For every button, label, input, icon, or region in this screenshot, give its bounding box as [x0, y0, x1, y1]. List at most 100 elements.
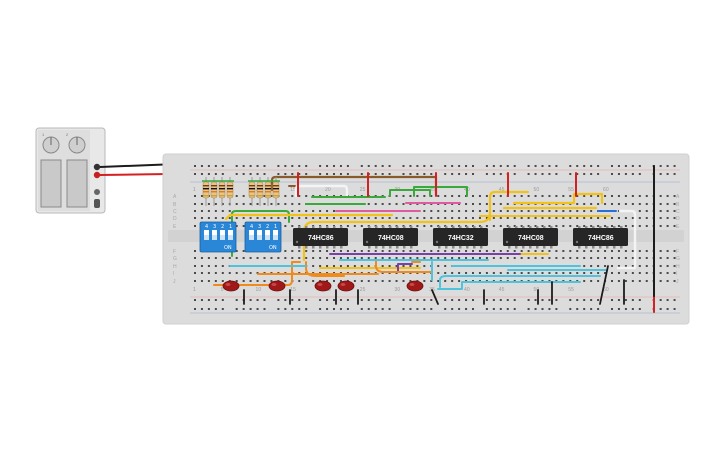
terminal-hole[interactable]: [617, 250, 620, 252]
terminal-hole[interactable]: [353, 257, 356, 259]
rail-hole[interactable]: [194, 299, 196, 301]
terminal-hole[interactable]: [374, 203, 377, 205]
terminal-hole[interactable]: [485, 225, 488, 227]
rail-hole[interactable]: [346, 299, 349, 301]
terminal-hole[interactable]: [353, 280, 356, 282]
terminal-hole[interactable]: [395, 195, 398, 197]
rail-hole[interactable]: [333, 299, 335, 301]
rail-hole[interactable]: [666, 299, 669, 301]
terminal-hole[interactable]: [597, 280, 600, 282]
rail-hole[interactable]: [249, 308, 252, 310]
wire-black-9[interactable]: [599, 265, 609, 305]
terminal-hole[interactable]: [666, 265, 669, 267]
terminal-hole[interactable]: [527, 272, 530, 274]
terminal-hole[interactable]: [666, 195, 669, 197]
terminal-hole[interactable]: [659, 250, 662, 252]
rail-hole[interactable]: [541, 173, 544, 175]
terminal-hole[interactable]: [611, 217, 613, 219]
terminal-hole[interactable]: [200, 272, 203, 274]
rail-hole[interactable]: [402, 173, 405, 175]
rail-hole[interactable]: [444, 165, 447, 167]
rail-hole[interactable]: [256, 299, 259, 301]
terminal-hole[interactable]: [492, 203, 495, 205]
terminal-hole[interactable]: [235, 217, 238, 219]
resistor[interactable]: [210, 177, 218, 206]
terminal-hole[interactable]: [360, 280, 363, 282]
terminal-hole[interactable]: [624, 203, 627, 205]
rail-hole[interactable]: [555, 173, 558, 175]
terminal-hole[interactable]: [194, 257, 196, 259]
terminal-hole[interactable]: [576, 217, 579, 219]
terminal-hole[interactable]: [583, 272, 586, 274]
terminal-hole[interactable]: [430, 217, 433, 219]
rail-hole[interactable]: [638, 173, 641, 175]
rail-hole[interactable]: [339, 299, 342, 301]
terminal-hole[interactable]: [506, 272, 509, 274]
terminal-hole[interactable]: [402, 257, 405, 259]
rail-hole[interactable]: [430, 299, 433, 301]
rail-hole[interactable]: [319, 173, 322, 175]
terminal-hole[interactable]: [339, 257, 342, 259]
terminal-hole[interactable]: [235, 280, 238, 282]
terminal-hole[interactable]: [437, 272, 440, 274]
terminal-hole[interactable]: [631, 217, 634, 219]
terminal-hole[interactable]: [492, 225, 495, 227]
terminal-hole[interactable]: [534, 257, 537, 259]
terminal-hole[interactable]: [569, 210, 572, 212]
terminal-hole[interactable]: [569, 195, 572, 197]
terminal-hole[interactable]: [305, 195, 308, 197]
rail-hole[interactable]: [472, 308, 474, 310]
rail-hole[interactable]: [499, 173, 502, 175]
terminal-hole[interactable]: [624, 195, 627, 197]
terminal-hole[interactable]: [624, 280, 627, 282]
led[interactable]: [268, 280, 286, 292]
rail-hole[interactable]: [423, 165, 426, 167]
terminal-hole[interactable]: [604, 195, 607, 197]
terminal-hole[interactable]: [305, 210, 308, 212]
rail-hole[interactable]: [326, 308, 329, 310]
terminal-hole[interactable]: [527, 225, 530, 227]
rail-hole[interactable]: [527, 299, 530, 301]
terminal-hole[interactable]: [666, 210, 669, 212]
terminal-hole[interactable]: [388, 280, 391, 282]
rail-hole[interactable]: [430, 173, 433, 175]
terminal-hole[interactable]: [430, 195, 433, 197]
rail-hole[interactable]: [374, 173, 377, 175]
rail-hole[interactable]: [472, 299, 474, 301]
pull-resistor-array[interactable]: [202, 177, 280, 206]
terminal-hole[interactable]: [590, 203, 593, 205]
rail-hole[interactable]: [291, 299, 294, 301]
terminal-hole[interactable]: [673, 203, 676, 205]
terminal-hole[interactable]: [465, 257, 468, 259]
terminal-hole[interactable]: [200, 280, 203, 282]
rail-hole[interactable]: [444, 173, 447, 175]
terminal-hole[interactable]: [583, 257, 586, 259]
terminal-hole[interactable]: [583, 280, 586, 282]
terminal-hole[interactable]: [291, 217, 294, 219]
terminal-hole[interactable]: [645, 280, 648, 282]
rail-hole[interactable]: [458, 308, 461, 310]
terminal-hole[interactable]: [624, 225, 627, 227]
terminal-hole[interactable]: [298, 217, 301, 219]
terminal-hole[interactable]: [360, 265, 363, 267]
terminal-hole[interactable]: [263, 217, 266, 219]
terminal-hole[interactable]: [367, 265, 370, 267]
terminal-hole[interactable]: [555, 195, 558, 197]
rail-hole[interactable]: [485, 299, 488, 301]
rail-hole[interactable]: [492, 173, 495, 175]
rail-hole[interactable]: [548, 308, 551, 310]
terminal-hole[interactable]: [478, 272, 481, 274]
terminal-hole[interactable]: [506, 257, 509, 259]
rail-hole[interactable]: [631, 308, 634, 310]
terminal-hole[interactable]: [242, 280, 245, 282]
terminal-hole[interactable]: [617, 272, 620, 274]
wire-yellow-5[interactable]: [224, 213, 394, 221]
terminal-hole[interactable]: [534, 250, 537, 252]
rail-hole[interactable]: [583, 308, 586, 310]
terminal-hole[interactable]: [228, 257, 231, 259]
wire-green-3[interactable]: [413, 186, 468, 197]
terminal-hole[interactable]: [485, 272, 488, 274]
terminal-hole[interactable]: [430, 280, 433, 282]
terminal-hole[interactable]: [506, 225, 509, 227]
terminal-hole[interactable]: [485, 195, 488, 197]
